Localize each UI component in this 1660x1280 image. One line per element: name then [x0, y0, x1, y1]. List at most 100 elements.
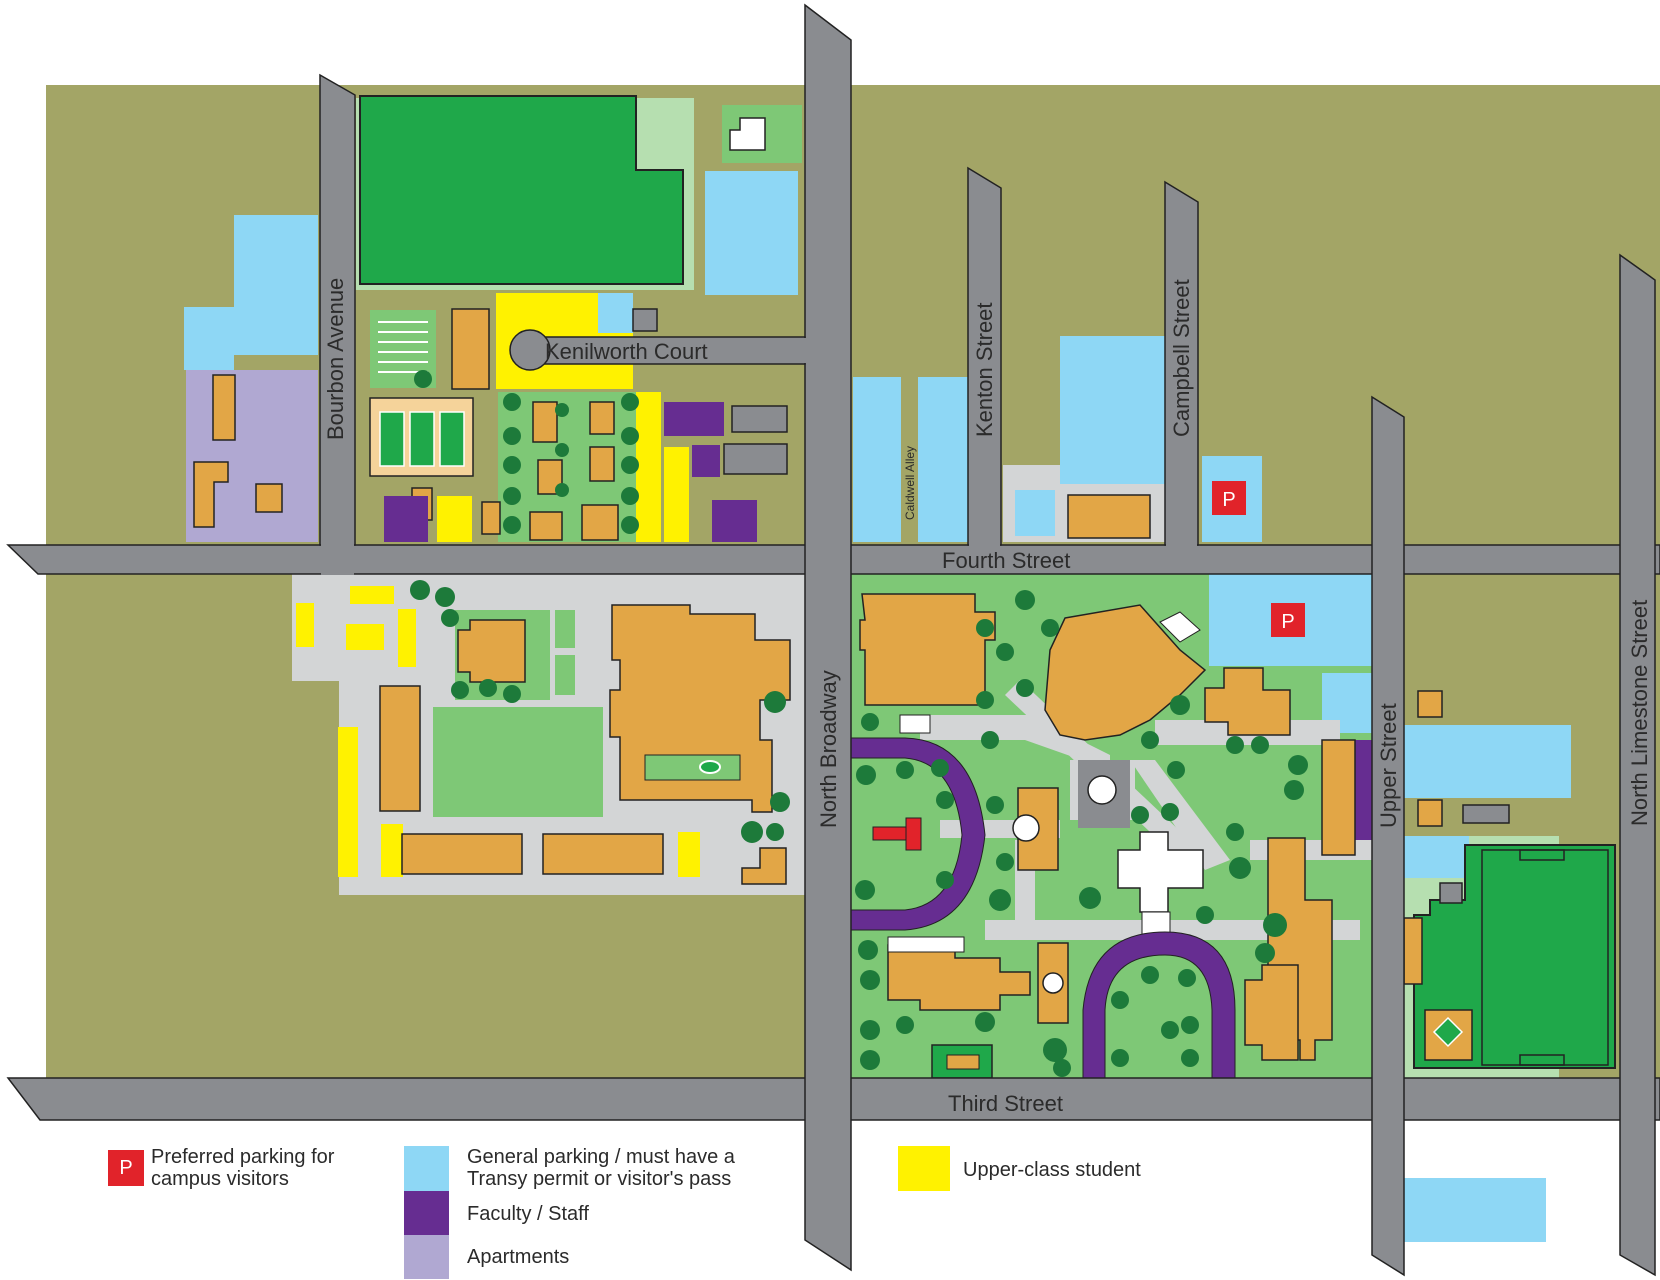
- apartment-building-2: [193, 461, 229, 528]
- legend-upper-class-swatch: [898, 1146, 950, 1191]
- football-field: [359, 95, 684, 285]
- street-label-north-limestone: North Limestone Street: [1627, 600, 1652, 826]
- monument-circle: [1087, 775, 1117, 805]
- preferred-parking-marker-upper-label: P: [1281, 611, 1294, 633]
- parking-general-se: [1404, 1178, 1546, 1242]
- parking-upper-sw-2: [296, 603, 314, 647]
- apartment-building-3: [255, 483, 283, 513]
- parking-general-bourbon: [184, 215, 318, 370]
- fountain-sw: [699, 760, 721, 774]
- building-e-gray: [1462, 804, 1510, 824]
- monument-t-stem: [905, 817, 922, 851]
- soccer-goal-bottom: [1519, 1054, 1565, 1066]
- tennis-court-2: [409, 411, 435, 467]
- preferred-parking-marker-upper[interactable]: [1271, 603, 1305, 637]
- building-gray-1: [731, 405, 788, 433]
- building-quad-5: [529, 511, 563, 541]
- steps-main-center: [1159, 611, 1201, 643]
- preferred-parking-marker-campbell-label: P: [1222, 489, 1235, 511]
- legend-apartments-label: Apartments: [467, 1246, 570, 1268]
- building-kenilworth-gray: [632, 308, 658, 332]
- parking-faculty-nw-1: [384, 496, 428, 542]
- parking-general-ne-1: [853, 377, 901, 542]
- steps-main-nw: [899, 714, 931, 734]
- tennis-court-3: [439, 411, 465, 467]
- building-e-1: [1417, 690, 1443, 718]
- legend-preferred-label: Preferred parking for campus visitors: [151, 1146, 335, 1190]
- parking-general-ne-2: [918, 377, 968, 542]
- building-sw-small: [741, 847, 787, 885]
- building-sw-2: [379, 685, 421, 812]
- bourbon-road: [319, 73, 356, 546]
- parking-upper-sw-3: [346, 624, 384, 650]
- street-label-kenton: Kenton Street: [972, 302, 997, 437]
- street-label-third: Third Street: [948, 1091, 1063, 1116]
- tennis-court-1: [379, 411, 405, 467]
- parking-faculty-upper: [1355, 740, 1372, 855]
- building-main-ne: [1204, 667, 1291, 736]
- building-main-sw: [887, 944, 1031, 1011]
- parking-faculty-nw-3: [692, 445, 720, 477]
- building-sw-1: [457, 619, 526, 683]
- building-e-4: [1403, 917, 1423, 985]
- parking-general-kenton-2: [1015, 490, 1055, 536]
- building-gray-2: [723, 443, 788, 475]
- kenilworth-cul-de-sac: [509, 329, 551, 371]
- building-e-3: [1439, 882, 1463, 904]
- parking-general-kenton: [1060, 336, 1165, 484]
- trees: [410, 370, 1308, 1077]
- street-label-caldwell: Caldwell Alley: [903, 446, 917, 520]
- lawn-sw-3: [555, 655, 575, 695]
- legend-upper-class-label: Upper-class student: [963, 1159, 1141, 1181]
- lawn-sw-field: [433, 707, 603, 817]
- north-limestone-road: [1619, 253, 1656, 1277]
- legend-faculty-label: Faculty / Staff: [467, 1203, 589, 1225]
- parking-faculty-nw-4: [712, 500, 757, 542]
- parking-general-e-1: [1404, 725, 1571, 798]
- parking-upper-nw-2: [636, 392, 661, 542]
- soccer-goal-top: [1519, 849, 1565, 861]
- legend-faculty-swatch: [404, 1191, 449, 1235]
- parking-upper-sw-6: [381, 824, 403, 877]
- chapel-steps: [1141, 911, 1171, 935]
- street-label-kenilworth: Kenilworth Court: [545, 339, 708, 364]
- building-nw-small: [729, 117, 766, 151]
- street-label-campbell: Campbell Street: [1169, 279, 1194, 437]
- parking-faculty-nw-2: [664, 402, 724, 436]
- building-quad-1: [532, 401, 558, 443]
- parking-faculty-arc-south: [1082, 931, 1236, 1079]
- building-main-nw: [859, 593, 996, 706]
- upper-road: [1371, 395, 1405, 1277]
- parking-general-e-2b: [1404, 836, 1469, 878]
- building-center-dome: [1012, 814, 1040, 842]
- street-label-bourbon: Bourbon Avenue: [323, 278, 348, 440]
- preferred-parking-marker-campbell[interactable]: [1212, 481, 1246, 515]
- building-quad-6: [581, 504, 619, 541]
- building-main-center: [1044, 604, 1207, 741]
- building-sw-4: [542, 833, 664, 875]
- parking-upper-sw-7: [678, 832, 700, 877]
- street-label-north-broadway: North Broadway: [816, 670, 841, 828]
- parking-upper-nw-3: [664, 447, 689, 542]
- apartment-building-1: [212, 374, 236, 441]
- legend-preferred-swatch: P: [108, 1150, 144, 1186]
- legend-general-label: General parking / must have a Transy per…: [467, 1146, 735, 1190]
- kenton-road: [967, 166, 1002, 546]
- lawn-sw-2: [555, 610, 575, 648]
- building-kenilworth-1: [451, 308, 490, 390]
- legend-general-swatch: [404, 1146, 449, 1191]
- street-label-upper: Upper Street: [1376, 703, 1401, 828]
- baseball-diamond: [1432, 1016, 1464, 1048]
- road-cover: [321, 338, 1654, 1121]
- building-sw-3: [401, 833, 523, 875]
- parking-general-nw: [705, 171, 798, 295]
- street-label-fourth: Fourth Street: [942, 548, 1070, 573]
- building-nw-b: [481, 501, 501, 535]
- parking-general-kenilworth: [598, 293, 633, 333]
- parking-upper-sw-1: [350, 586, 394, 604]
- building-quad-2: [589, 401, 615, 435]
- building-quad-4: [589, 446, 615, 482]
- parking-upper-nw-1: [437, 496, 472, 542]
